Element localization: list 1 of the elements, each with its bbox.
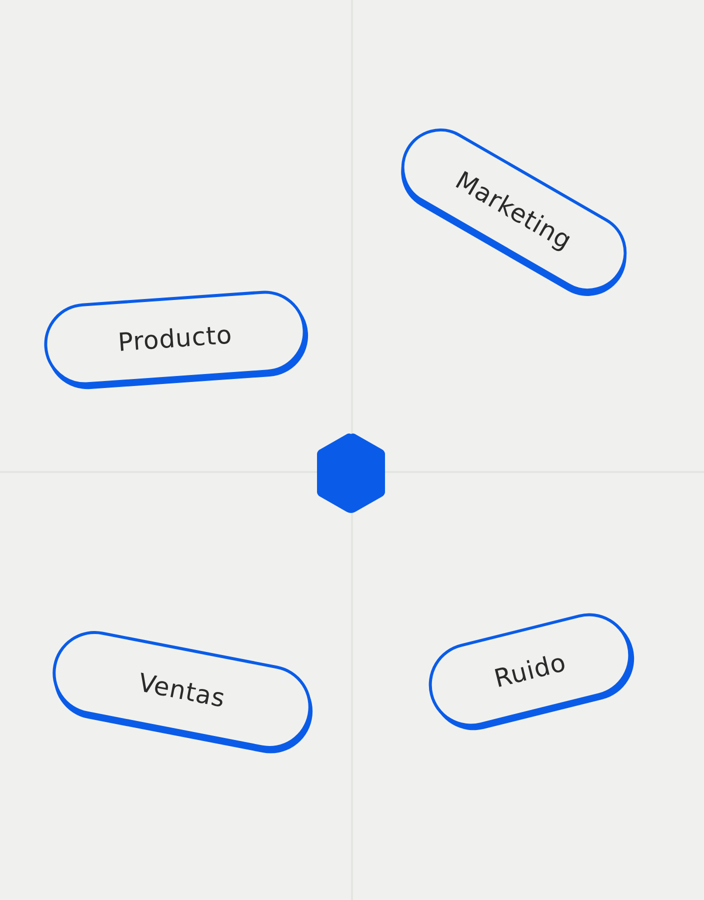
hexagon-icon [315,432,387,514]
